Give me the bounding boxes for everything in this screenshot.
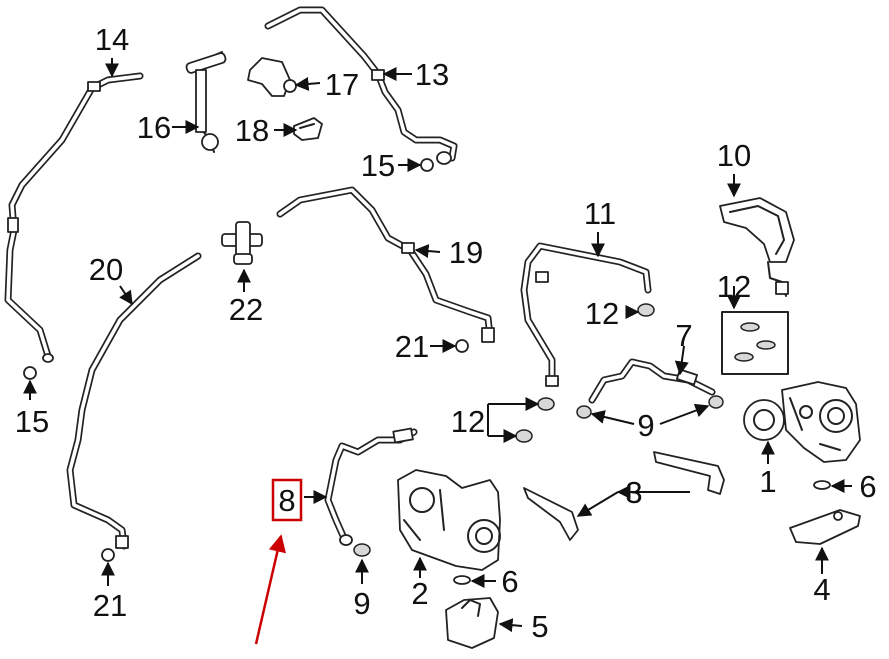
actuator-5 <box>445 597 499 649</box>
callout-19: 19 <box>449 235 483 270</box>
hose-8 <box>324 427 418 546</box>
callout-8: 8 <box>278 483 295 518</box>
coolant-pipe-11 <box>520 242 652 387</box>
callout-11: 11 <box>584 196 616 231</box>
valve-17 <box>247 57 297 97</box>
callout-17: 17 <box>325 67 359 102</box>
callout-6-bottom: 6 <box>501 564 518 599</box>
callout-16: 16 <box>137 110 171 145</box>
callout-14: 14 <box>95 22 129 57</box>
callout-1: 1 <box>759 464 776 499</box>
callout-5: 5 <box>531 609 548 644</box>
callout-12-c: 12 <box>451 404 485 439</box>
callout-2: 2 <box>411 576 428 611</box>
callout-15-top: 15 <box>361 148 395 183</box>
callout-10: 10 <box>717 138 751 173</box>
bracket-4 <box>789 509 861 545</box>
o-rings-6 <box>453 480 831 585</box>
gasket-10 <box>719 197 795 297</box>
callout-21-mid: 21 <box>395 329 429 364</box>
callout-12-b: 12 <box>717 269 751 304</box>
hose-7 <box>588 358 716 404</box>
callout-20: 20 <box>89 252 123 287</box>
callout-6-right: 6 <box>859 469 876 504</box>
callout-21-bottom: 21 <box>93 588 127 623</box>
callout-3: 3 <box>625 475 642 510</box>
connector-22 <box>221 221 263 265</box>
oil-feed-pipe-14 <box>4 72 144 363</box>
bracket-3 <box>523 451 725 541</box>
callout-12-a: 12 <box>585 296 619 331</box>
callout-15-left: 15 <box>15 404 49 439</box>
fitting-16 <box>185 51 227 153</box>
callout-9-bottom: 9 <box>353 586 370 621</box>
washers-15-21 <box>23 158 469 562</box>
seal-kit-box-12 <box>721 311 789 375</box>
callout-8-highlight-box <box>271 478 303 522</box>
clip-18 <box>293 117 323 141</box>
turbocharger-1 <box>743 381 861 463</box>
turbocharger-2 <box>397 469 501 571</box>
callout-7: 7 <box>675 318 692 353</box>
callout-13: 13 <box>415 57 449 92</box>
callout-18: 18 <box>235 113 269 148</box>
leader-lines <box>23 58 852 633</box>
callout-9-mid: 9 <box>637 408 654 443</box>
coolant-pipe-19 <box>276 186 495 343</box>
callout-4: 4 <box>813 572 830 607</box>
highlight-arrow <box>254 534 286 645</box>
callout-22: 22 <box>229 292 263 327</box>
callout-labels: 14 16 17 18 13 15 20 22 19 21 15 21 11 1… <box>15 22 877 644</box>
oil-return-pipe-20 <box>66 252 202 550</box>
